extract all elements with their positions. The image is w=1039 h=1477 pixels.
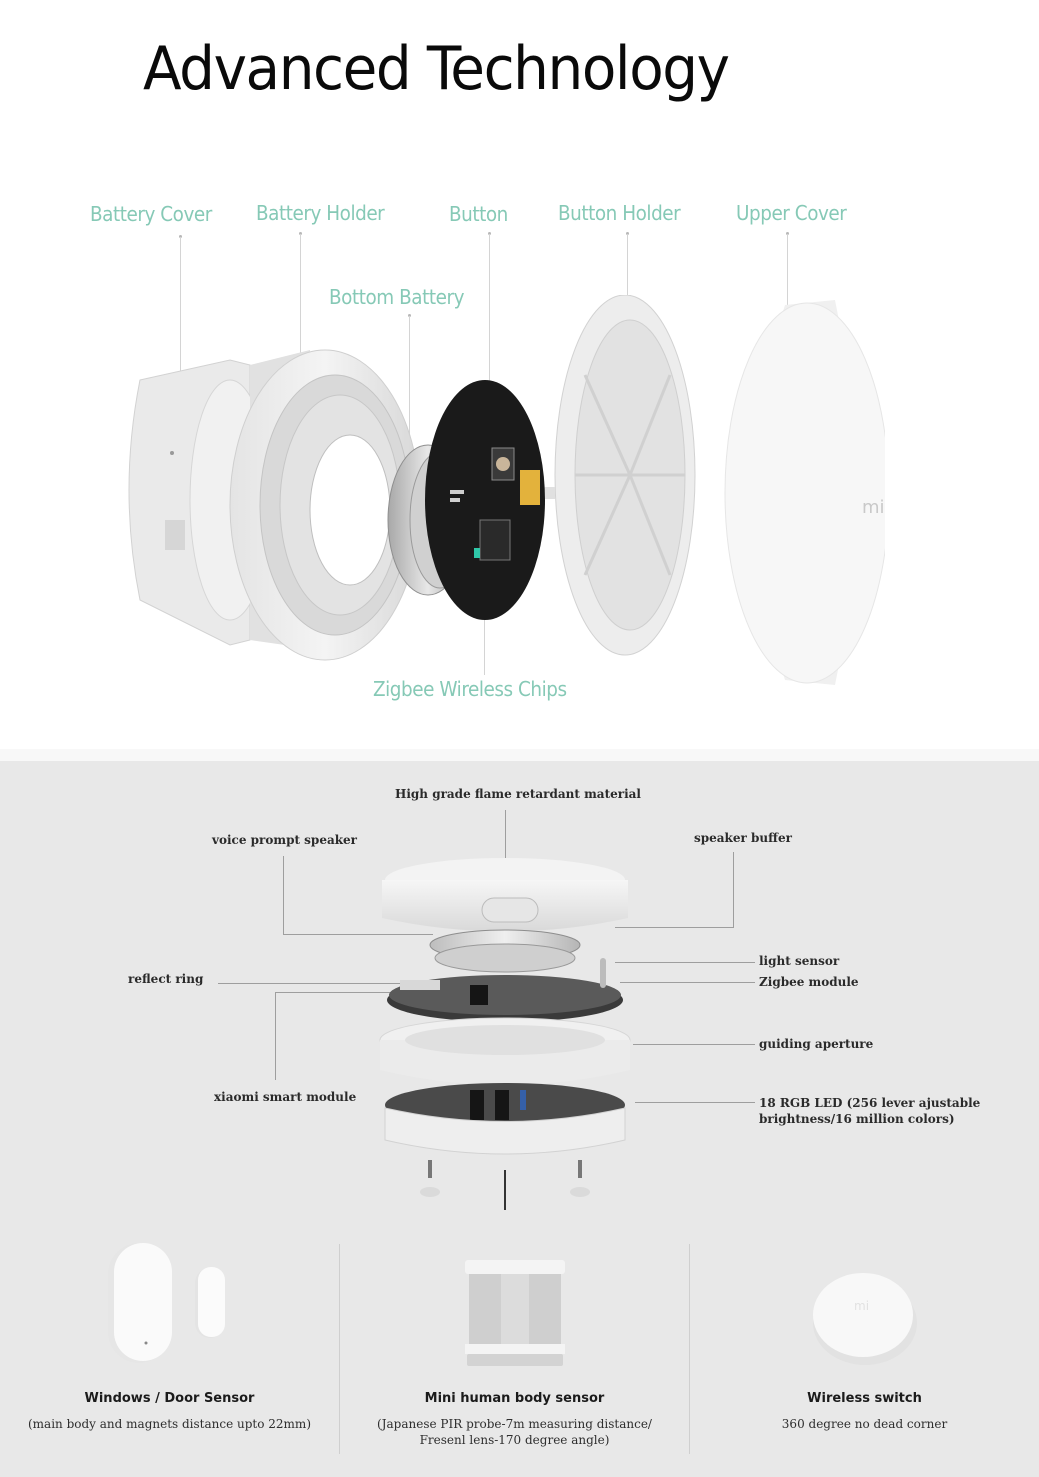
- label-bottom-battery: Bottom Battery: [329, 285, 465, 309]
- leader-line-battery-cover: [180, 237, 181, 397]
- leader-line-smart-module-h: [275, 992, 400, 993]
- label-battery-holder: Battery Holder: [256, 201, 385, 225]
- leader-line-zigbee-chips: [484, 590, 485, 675]
- label-zigbee-module: Zigbee module: [759, 975, 859, 989]
- leader-line-buffer-h: [615, 927, 733, 928]
- leader-line-upper-cover: [787, 234, 788, 344]
- product-desc-line1: (Japanese PIR probe-7m measuring distanc…: [377, 1417, 652, 1431]
- product-wireless-switch: Wireless switch 360 degree no dead corne…: [690, 1391, 1039, 1432]
- product-desc: (Japanese PIR probe-7m measuring distanc…: [340, 1416, 689, 1448]
- leader-dot: [408, 314, 411, 317]
- leader-line-rgb-led: [635, 1102, 755, 1103]
- leader-line-speaker-v: [283, 856, 284, 934]
- leader-dot: [299, 232, 302, 235]
- speaker-part: [429, 929, 581, 973]
- column-divider: [339, 1244, 340, 1454]
- pcb-part: [425, 380, 545, 620]
- label-voice-prompt-speaker: voice prompt speaker: [212, 833, 358, 847]
- exploded-view-section: Advanced Technology Battery Cover Batter…: [90, 34, 885, 701]
- product-name: Windows / Door Sensor: [84, 1391, 255, 1406]
- button-holder-part: [545, 295, 696, 656]
- leader-line-speaker-h: [283, 934, 433, 935]
- led-board-part: [384, 1083, 626, 1210]
- product-desc: (main body and magnets distance upto 22m…: [28, 1417, 311, 1431]
- label-button: Button: [449, 202, 508, 226]
- door-sensor-image: [108, 1243, 225, 1363]
- label-light-sensor: light sensor: [759, 954, 840, 968]
- leader-line-button: [489, 234, 490, 474]
- guiding-aperture-part: [379, 1017, 631, 1085]
- column-divider: [689, 1244, 690, 1454]
- leader-line-light-sensor: [615, 962, 755, 963]
- page-title: Advanced Technology: [143, 34, 730, 104]
- leader-dot: [626, 232, 629, 235]
- label-speaker-buffer: speaker buffer: [694, 831, 792, 845]
- zigbee-board-part: [387, 958, 623, 1022]
- leader-dot: [786, 232, 789, 235]
- label-rgb-led-line1: 18 RGB LED (256 lever ajustable: [759, 1096, 981, 1110]
- leader-line-battery-holder: [300, 234, 301, 354]
- product-desc-line2: Fresenl lens-170 degree angle): [419, 1433, 610, 1447]
- mi-logo: mi: [862, 497, 885, 518]
- leader-line-bottom-battery: [409, 316, 410, 446]
- product-name: Mini human body sensor: [424, 1391, 605, 1406]
- leader-line-guiding-aperture: [633, 1044, 755, 1045]
- label-rgb-led-line2: brightness/16 million colors): [759, 1112, 955, 1126]
- label-upper-cover: Upper Cover: [736, 201, 847, 225]
- section-divider-strip: [0, 749, 1039, 761]
- label-high-grade-material: High grade flame retardant material: [395, 787, 641, 801]
- label-reflect-ring: reflect ring: [128, 972, 204, 986]
- leader-line-zigbee-module: [620, 982, 755, 983]
- product-desc: 360 degree no dead corner: [781, 1417, 948, 1431]
- leader-dot: [488, 232, 491, 235]
- product-name: Wireless switch: [807, 1391, 922, 1406]
- product-motion-sensor: Mini human body sensor (Japanese PIR pro…: [340, 1391, 689, 1448]
- leader-dot: [179, 235, 182, 238]
- leader-line-smart-module-v: [275, 992, 276, 1080]
- leader-line-buffer-v: [733, 852, 734, 928]
- speaker-cap-part: [382, 858, 628, 932]
- label-xiaomi-smart-module: xiaomi smart module: [214, 1090, 357, 1104]
- cover-parts-illustration: mi: [545, 295, 885, 685]
- product-door-sensor: Windows / Door Sensor (main body and mag…: [0, 1391, 339, 1432]
- wireless-switch-image: mi: [813, 1273, 917, 1365]
- upper-cover-part: mi: [724, 300, 885, 685]
- exploded-parts-illustration: [128, 349, 545, 661]
- label-zigbee-wireless-chips: Zigbee Wireless Chips: [373, 677, 567, 701]
- leader-line-material: [505, 810, 506, 875]
- label-button-holder: Button Holder: [558, 201, 681, 225]
- motion-sensor-image: [465, 1260, 565, 1366]
- mi-logo: mi: [854, 1299, 869, 1313]
- label-guiding-aperture: guiding aperture: [759, 1037, 874, 1051]
- gateway-exploded-illustration: [379, 858, 631, 1210]
- leader-line-reflect-ring: [218, 983, 408, 984]
- label-battery-cover: Battery Cover: [90, 202, 212, 226]
